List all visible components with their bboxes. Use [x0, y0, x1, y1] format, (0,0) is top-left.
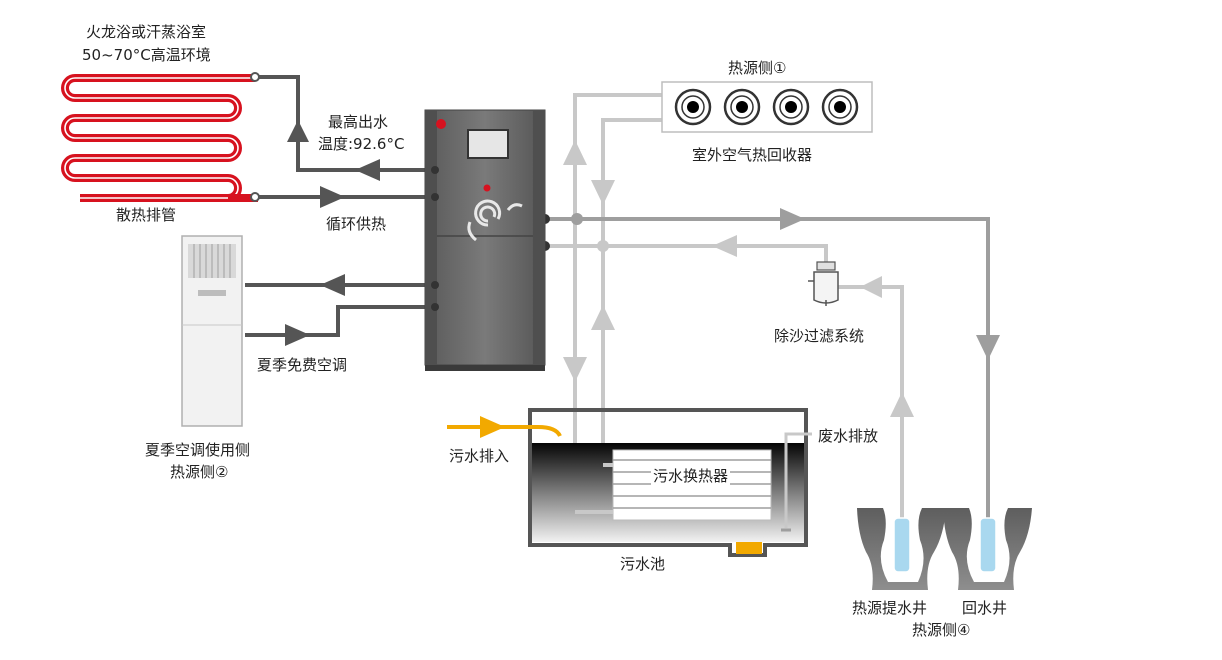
summer-free-ac-label: 夏季免费空调 [257, 356, 348, 374]
waste-drain-label: 废水排放 [818, 427, 879, 445]
outdoor-air-recovery-label: 室外空气热回收器 [692, 146, 813, 164]
sewage-inflow [447, 416, 562, 438]
air-recovery-pipes [573, 93, 662, 490]
floor-air-conditioner [181, 235, 243, 427]
max-outlet-temp-line2: 温度:92.6°C [318, 135, 405, 153]
outdoor-air-heat-recovery-unit [661, 81, 873, 133]
power-indicator [483, 184, 491, 192]
heat-source-4-label: 热源侧④ [912, 621, 971, 639]
fan-icon [674, 88, 712, 126]
flow-arrows-dark [285, 120, 380, 346]
brand-logo [436, 119, 446, 129]
groundwater-pipes [545, 217, 990, 520]
fan-icon [723, 88, 761, 126]
groundwater-return-pipes [545, 244, 904, 520]
max-outlet-temp-line1: 最高出水 [328, 113, 389, 131]
fan-icon [772, 88, 810, 126]
extraction-well-label: 热源提水井 [852, 599, 928, 617]
sewage-pool-label: 污水池 [620, 555, 666, 573]
waste-drain-pipe [784, 432, 812, 528]
sludge-outlet [736, 542, 762, 554]
sand-filter-tank [808, 261, 839, 306]
pipe-joint [250, 72, 260, 82]
flow-arrows-groundwater [712, 208, 1000, 417]
sauna-room-label-line1: 火龙浴或汗蒸浴室 [86, 23, 207, 41]
circulating-heat-label: 循环供热 [326, 215, 387, 233]
control-screen [467, 129, 509, 159]
sewage-exchanger-label: 污水换热器 [651, 466, 731, 486]
swirl-logo [467, 199, 523, 242]
sauna-room-label-line2: 50~70°C高温环境 [82, 46, 211, 64]
pipe-joint [250, 192, 260, 202]
extraction-well [857, 508, 946, 590]
radiator-coil [61, 74, 258, 202]
ac-side-label-line1: 夏季空调使用侧 [145, 441, 251, 459]
pipe-junction [597, 240, 609, 252]
fan-icon [821, 88, 859, 126]
pipe-junction [571, 213, 583, 225]
return-well-label: 回水井 [962, 599, 1008, 617]
flow-arrows-light [563, 140, 615, 382]
sand-filter-label: 除沙过滤系统 [774, 327, 865, 345]
radiator-pipe-label: 散热排管 [116, 206, 177, 224]
heat-pump-unit [424, 109, 546, 371]
ac-side-label-line2: 热源侧② [170, 463, 229, 481]
sewage-inlet-label: 污水排入 [449, 447, 510, 465]
return-well [943, 508, 1032, 590]
heat-source-1-label: 热源侧① [728, 59, 787, 77]
